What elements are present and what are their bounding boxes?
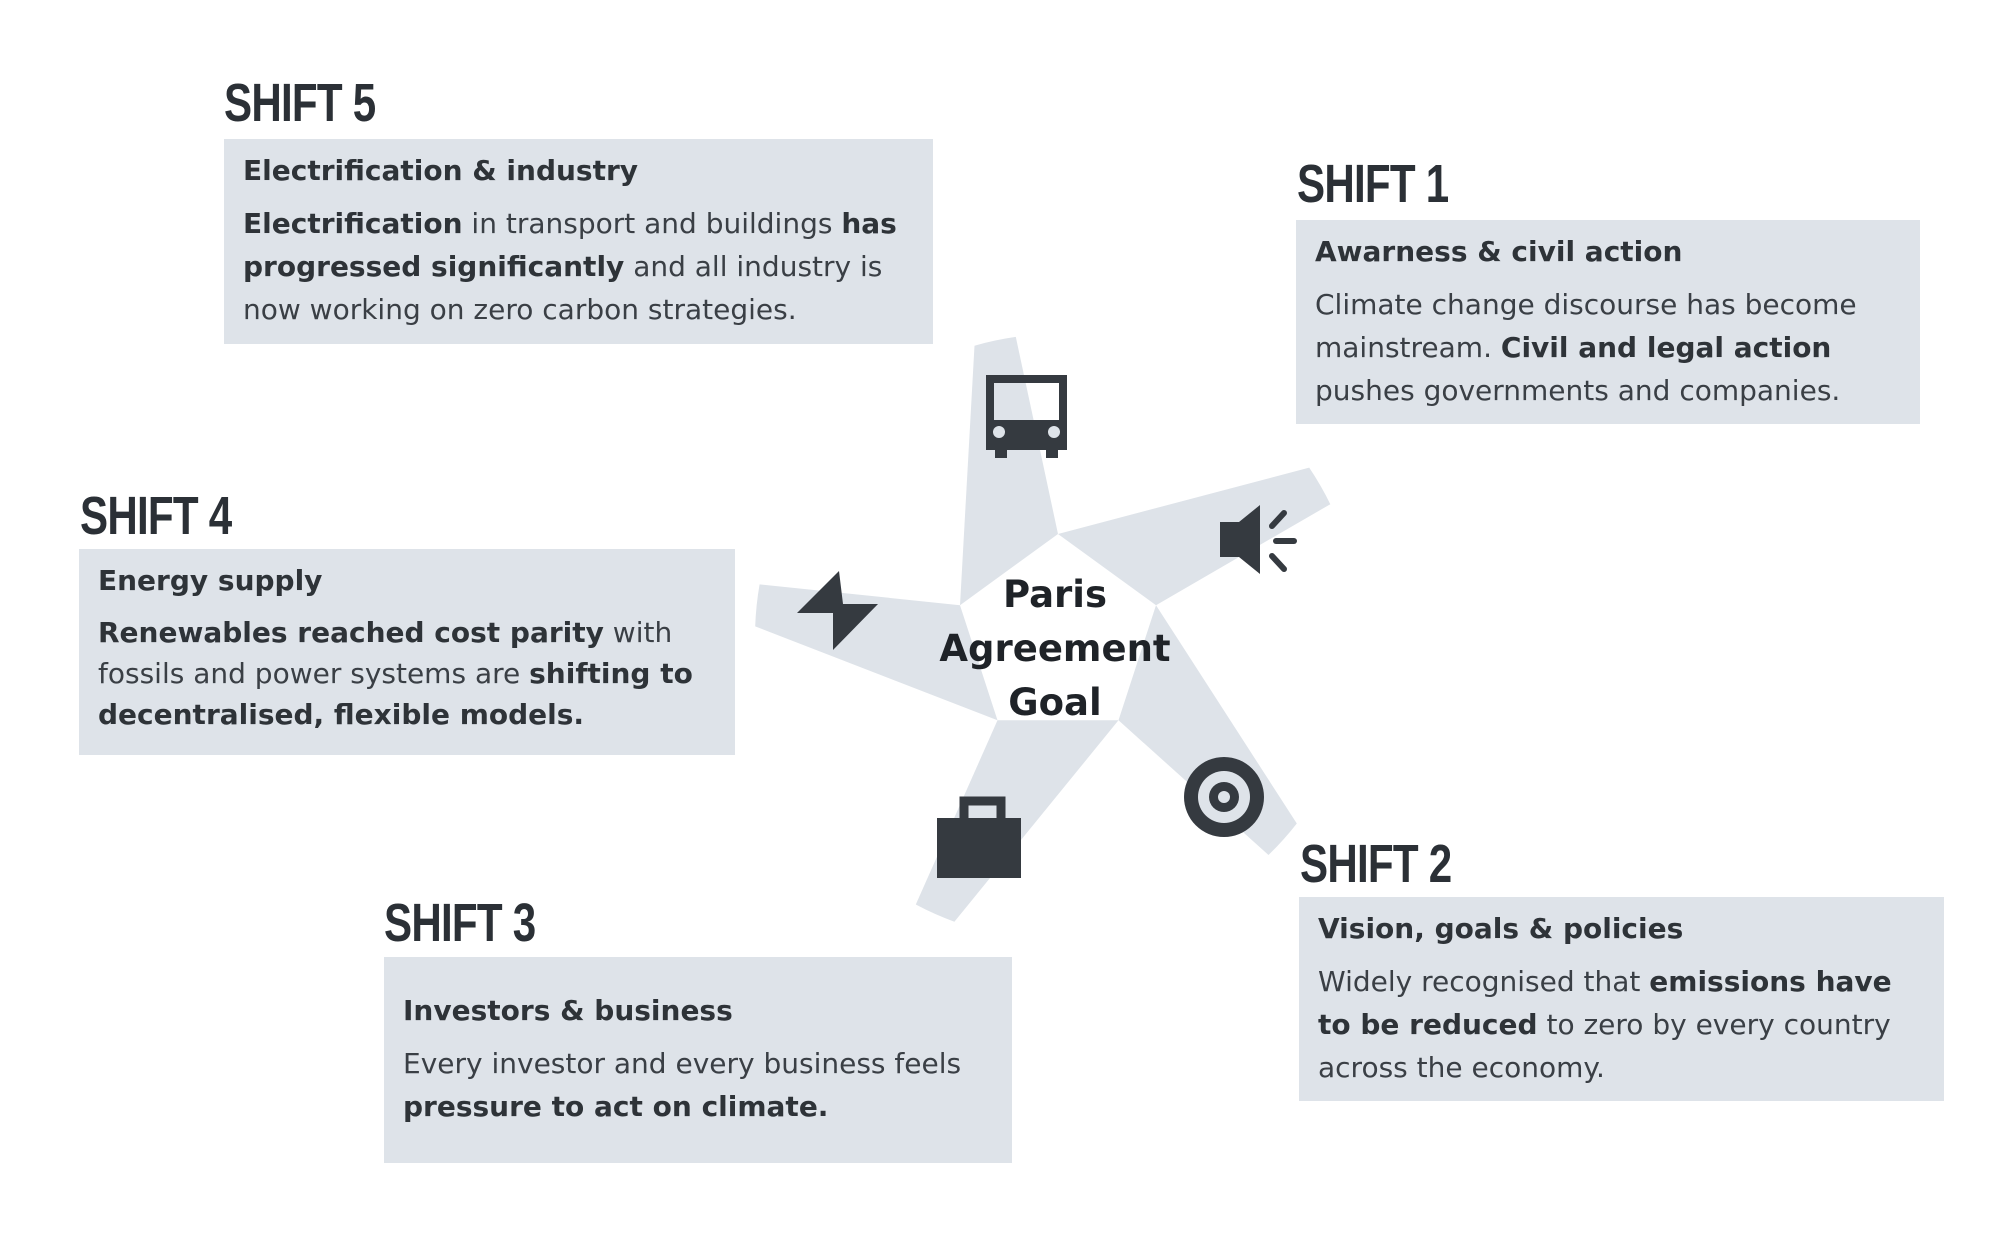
shift-2-box: Vision, goals & policies Widely recognis… bbox=[1299, 897, 1944, 1101]
body-text: with fossils and power systems are bbox=[98, 616, 673, 690]
megaphone-icon bbox=[1220, 505, 1297, 574]
shift-5-heading: SHIFT 5 bbox=[224, 73, 376, 133]
shift-1-body: Climate change discourse has become main… bbox=[1315, 283, 1901, 412]
shift-4-box: Energy supply Renewables reached cost pa… bbox=[79, 549, 735, 755]
body-text: Widely recognised that bbox=[1318, 965, 1650, 998]
shift-4-body: Renewables reached cost parity with foss… bbox=[98, 612, 716, 735]
shift-1-box: Awarness & civil action Climate change d… bbox=[1296, 220, 1920, 424]
shift-5-box: Electrification & industry Electrificati… bbox=[224, 139, 933, 344]
shift-3-body: Every investor and every business feels … bbox=[403, 1042, 993, 1128]
body-text: and all industry is now working on zero … bbox=[243, 250, 883, 326]
emphasis-text: Civil and legal action bbox=[1500, 331, 1832, 364]
emphasis-text: Renewables reached cost parity bbox=[98, 616, 604, 649]
shift-2-title: Vision, goals & policies bbox=[1318, 912, 1684, 945]
shift-1-title: Awarness & civil action bbox=[1315, 235, 1683, 268]
body-text: pushes governments and companies. bbox=[1315, 374, 1841, 407]
briefcase-icon bbox=[937, 796, 1021, 878]
center-label: Paris Agreement Goal bbox=[905, 568, 1205, 730]
center-label-line: Paris bbox=[1002, 573, 1108, 616]
shift-4-title: Energy supply bbox=[98, 564, 323, 597]
emphasis-text: Electrification bbox=[243, 207, 463, 240]
bus-icon bbox=[986, 375, 1067, 458]
body-text: to zero by every country across the econ… bbox=[1318, 1008, 1891, 1084]
shift-4-heading: SHIFT 4 bbox=[80, 486, 232, 546]
shift-2-body: Widely recognised that emissions have to… bbox=[1318, 960, 1925, 1089]
shift-5-body: Electrification in transport and buildin… bbox=[243, 202, 914, 331]
bus-segment bbox=[1058, 467, 1331, 606]
shift-3-heading: SHIFT 3 bbox=[384, 893, 536, 953]
shift-3-box: Investors & business Every investor and … bbox=[384, 957, 1012, 1163]
lightning-icon bbox=[797, 571, 878, 650]
emphasis-text: pressure to act on climate. bbox=[403, 1090, 829, 1123]
emphasis-text: emissions have to be reduced bbox=[1318, 965, 1892, 1041]
emphasis-text: shifting to decentralised, flexible mode… bbox=[98, 657, 693, 731]
shift-5-title: Electrification & industry bbox=[243, 154, 639, 187]
body-text: Every investor and every business feels bbox=[403, 1047, 962, 1080]
body-text: in transport and buildings bbox=[462, 207, 842, 240]
shift-2-heading: SHIFT 2 bbox=[1300, 834, 1452, 894]
center-label-line: Goal bbox=[1008, 681, 1102, 724]
target-icon bbox=[1184, 757, 1264, 837]
shift-3-title: Investors & business bbox=[403, 994, 733, 1027]
wheel-icons bbox=[797, 375, 1297, 878]
shift-1-heading: SHIFT 1 bbox=[1297, 154, 1449, 214]
emphasis-text: has progressed significantly bbox=[243, 207, 897, 283]
lightning-segment bbox=[960, 336, 1058, 606]
body-text: Climate change discourse has become main… bbox=[1315, 288, 1857, 364]
briefcase-segment bbox=[755, 584, 998, 721]
center-label-line: Agreement bbox=[939, 627, 1171, 670]
